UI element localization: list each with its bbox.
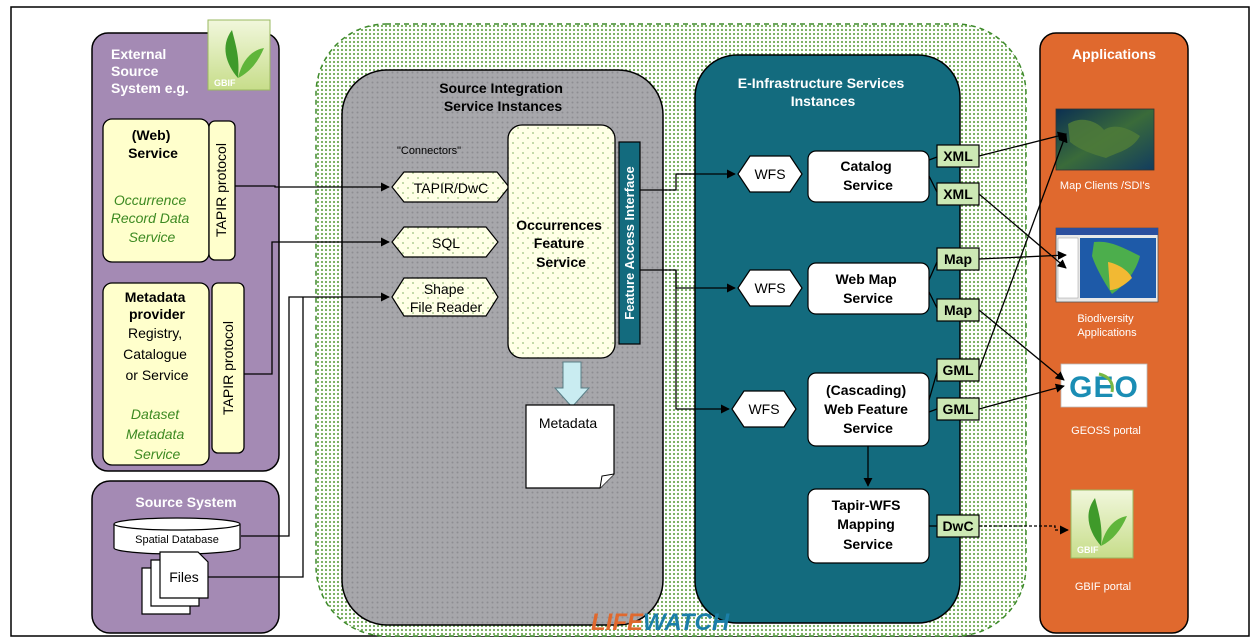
gbif-logo: GBIF	[207, 19, 271, 91]
tapir-protocol-label-1: TAPIR protocol	[213, 143, 229, 237]
svg-text:GBIF: GBIF	[214, 78, 236, 88]
svg-text:Map: Map	[944, 302, 972, 318]
feature-access-interface-label: Feature Access Interface	[622, 166, 637, 319]
metadata-document-label: Metadata	[539, 415, 598, 431]
geoss-portal-label: GEOSS portal	[1071, 425, 1141, 437]
tapir-protocol-label-2: TAPIR protocol	[220, 321, 236, 415]
badge-map-1: Map	[936, 247, 980, 271]
cascading-wfs-label: (Cascading) Web Feature Service	[824, 382, 912, 436]
metadata-provider-box	[102, 282, 210, 466]
gbif-portal-logo: GBIF	[1070, 489, 1134, 559]
connector-shape-file	[391, 277, 499, 317]
web-map-service-label: Web Map Service	[835, 271, 900, 306]
occurrences-feature-service	[507, 124, 616, 359]
connectors-label: "Connectors"	[397, 145, 461, 157]
map-clients-label: Map Clients /SDI's	[1060, 180, 1151, 192]
web-service-title: (Web) Service	[128, 127, 178, 161]
tapir-wfs-mapping-label: Tapir-WFS Mapping Service	[832, 497, 905, 552]
metadata-provider-title: Metadata provider	[125, 289, 190, 322]
spatial-database-label: Spatial Database	[135, 534, 219, 546]
wfs-label-1: WFS	[754, 166, 785, 182]
badge-xml-2: XML	[936, 182, 980, 206]
metadata-provider-types: Registry, Catalogue or Service	[123, 325, 191, 383]
svg-text:GML: GML	[942, 362, 974, 378]
wfs-hex-2	[737, 269, 803, 307]
geo-logo: GEO	[1060, 363, 1148, 408]
files-icon	[141, 551, 209, 615]
svg-text:XML: XML	[943, 186, 973, 202]
svg-text:GBIF: GBIF	[1077, 545, 1099, 555]
wfs-label-2: WFS	[754, 280, 785, 296]
svg-text:XML: XML	[943, 148, 973, 164]
tapir-protocol-tab-2	[211, 282, 245, 454]
integration-title: Source Integration Service Instances	[439, 80, 567, 114]
map-clients-image	[1055, 108, 1155, 171]
occurrences-feature-service-label: Occurrences Feature Service	[516, 217, 606, 270]
badge-gml-1: GML	[936, 358, 980, 382]
applications-title: Applications	[1072, 46, 1156, 62]
gbif-portal-label: GBIF portal	[1075, 581, 1131, 593]
catalog-service-label: Catalog Service	[840, 158, 895, 193]
wfs-hex-1	[737, 155, 803, 193]
biodiversity-app-image	[1055, 227, 1159, 303]
wfs-hex-3	[731, 390, 797, 428]
web-service-description: Occurrence Record Data Service	[111, 192, 193, 245]
svg-text:GML: GML	[942, 401, 974, 417]
metadata-provider-description: Dataset Metadata Service	[126, 406, 188, 462]
badge-map-2: Map	[936, 298, 980, 322]
spatial-database-icon	[113, 517, 241, 555]
connector-sql-label: SQL	[432, 235, 460, 251]
svg-text:DwC: DwC	[942, 518, 973, 534]
connector-sql	[391, 226, 499, 258]
applications-panel	[1039, 32, 1189, 634]
feature-access-interface	[618, 141, 641, 345]
source-system-title: Source System	[135, 494, 236, 510]
tapir-protocol-tab-1	[208, 120, 236, 261]
web-map-service-box	[807, 262, 930, 315]
badge-dwc: DwC	[936, 514, 980, 538]
badge-xml-1: XML	[936, 144, 980, 168]
connector-lines	[208, 131, 1069, 578]
svg-text:Map: Map	[944, 251, 972, 267]
connector-tapir-dwc-label: TAPIR/DwC	[414, 180, 488, 196]
external-source-title: External Source System e.g.	[111, 46, 189, 96]
wfs-label-3: WFS	[748, 401, 779, 417]
lifewatch-logo: LIFEWATCH	[591, 609, 730, 636]
files-label: Files	[169, 569, 199, 585]
metadata-flow-arrow	[553, 361, 591, 408]
connector-shape-file-label: Shape File Reader	[410, 281, 483, 315]
einfra-title: E-Infrastructure Services Instances	[738, 75, 908, 109]
biodiversity-app-label: Biodiversity Applications	[1077, 313, 1137, 339]
badge-gml-2: GML	[936, 397, 980, 421]
